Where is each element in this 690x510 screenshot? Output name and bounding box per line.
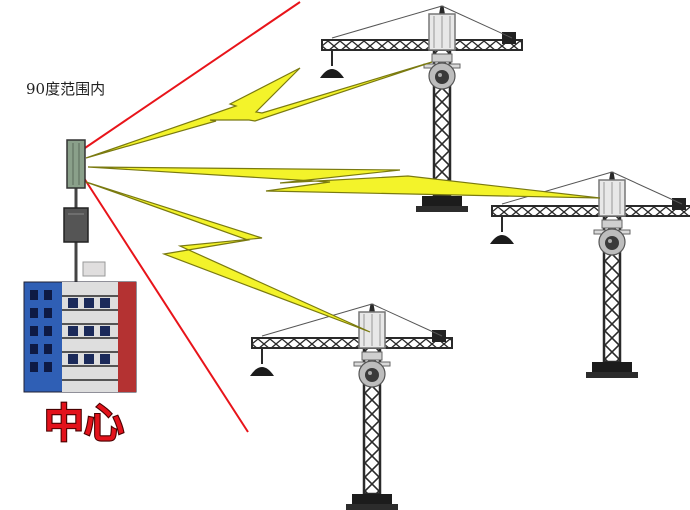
coverage-boundary-lower (81, 174, 249, 433)
wireless-link-bolt-3 (85, 181, 371, 333)
base-station-antenna (63, 139, 89, 290)
coverage-boundary-upper (81, 1, 301, 151)
coverage-label: 90度范围内 (26, 80, 106, 98)
tower-crane-2 (488, 170, 690, 380)
tower-crane-3 (248, 302, 454, 510)
control-center-building (23, 261, 137, 393)
center-label: 中心 (44, 401, 124, 447)
wireless-link-bolt-2 (87, 166, 601, 199)
wireless-link-bolt-1 (85, 61, 433, 159)
